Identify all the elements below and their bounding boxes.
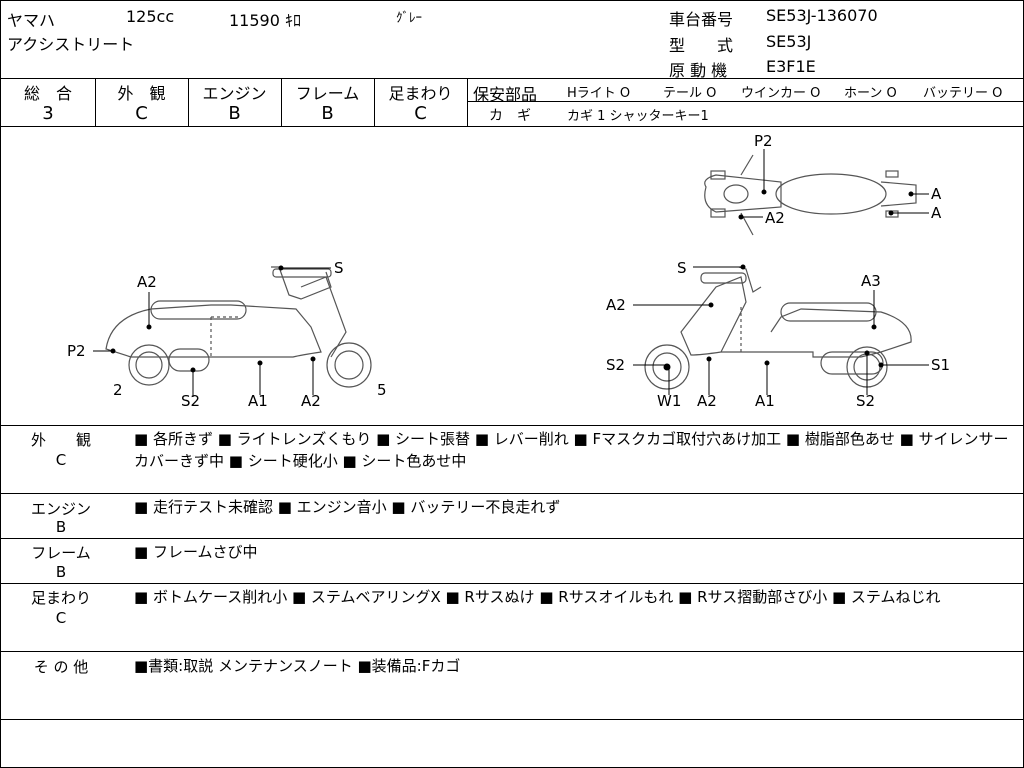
scooter-top-view [704,154,917,236]
detail-frame-grade: B [55,563,67,581]
mark-label: A [931,204,942,222]
mark-label: A2 [697,392,717,410]
detail-frame-label: フレーム [31,544,91,562]
divider [1,583,1023,584]
grade-total-label: 総 合 [23,84,72,103]
mark-label: S2 [181,392,200,410]
grade-exterior: C [135,103,148,124]
detail-other-text: ■書類:取説 メンテナンスノート ■装備品:Fカゴ [134,657,461,675]
detail-exterior-grade: C [55,451,67,469]
divider [1,719,1023,720]
mark-label: A1 [248,392,268,410]
mark-label: S [334,259,344,277]
mark-label: A [931,185,942,203]
detail-suspension-label: 足まわり [30,589,91,607]
divider [467,101,1023,102]
mark-label: P2 [754,132,773,150]
maker: ヤマハ [7,11,56,30]
mark-label: A2 [137,273,157,291]
divider [1,126,1023,127]
safety-item-headlight: Hライト O [567,86,631,101]
detail-engine-text: ■ 走行テスト未確認 ■ エンジン音小 ■ バッテリー不良走れず [134,498,561,516]
safety-item-horn: ホーン O [844,86,897,101]
frame-no-label: 車台番号 [669,10,734,29]
divider [1,493,1023,494]
frame-no: SE53J-136070 [766,6,878,25]
detail-other-label: そ の 他 [33,658,89,676]
grade-engine: B [228,103,241,124]
detail-suspension-text: ■ ボトムケース削れ小 ■ ステムベアリングX ■ Rサスぬけ ■ Rサスオイル… [134,588,941,606]
color: ｸﾞﾚｰ [396,11,422,26]
mark-label: S [677,259,687,277]
engine-value: E3F1E [766,57,816,76]
mark-label: 2 [113,381,123,399]
detail-engine-grade: B [55,518,67,536]
key-label: カ ギ [489,108,531,124]
mark-label: S1 [931,356,950,374]
model-name: アクシストリート [7,35,135,54]
grade-total: 3 [42,103,54,124]
safety-label: 保安部品 [473,85,538,104]
divider [188,78,189,126]
mark-label: A2 [606,296,626,314]
type-label: 型 式 [669,36,734,55]
grade-engine-label: エンジン [202,84,267,103]
divider [374,78,375,126]
mark-label: A3 [861,272,881,290]
divider [95,78,96,126]
divider [467,78,468,126]
mark-label: S2 [856,392,875,410]
mark-label: S2 [606,356,625,374]
damage-diagram: A2 P2 2 S2 A1 A2 5 S P2 A A A2 S A3 A2 S… [67,132,950,410]
safety-item-battery: バッテリー O [923,86,1003,101]
mark-label: W1 [657,392,681,410]
safety-item-tail: テール O [663,86,717,101]
engine-label: 原 動 機 [669,61,728,80]
safety-item-winker: ウインカー O [741,86,821,101]
grade-suspension: C [414,103,427,124]
divider [1,651,1023,652]
divider [1,78,1023,79]
grade-exterior-label: 外 観 [117,84,166,103]
type-value: SE53J [766,32,812,51]
key-value: カギ 1 シャッターキー1 [567,109,709,124]
detail-engine-label: エンジン [30,500,91,518]
displacement: 125cc [126,7,175,26]
mileage: 11590 ｷﾛ [229,11,301,30]
mark-label: A2 [301,392,321,410]
divider [1,425,1023,426]
mark-label: 5 [377,381,387,399]
mark-label: P2 [67,342,86,360]
divider [1,538,1023,539]
mark-label: A2 [765,209,785,227]
detail-exterior-label: 外 観 [30,431,91,449]
grade-frame-label: フレーム [295,84,360,103]
detail-suspension-grade: C [55,609,67,627]
divider [281,78,282,126]
detail-frame-text: ■ フレームさび中 [134,543,258,561]
grade-suspension-label: 足まわり [388,84,453,103]
scooter-left-view [105,266,372,388]
detail-exterior-text: ■ 各所きず ■ ライトレンズくもり ■ シート張替 ■ レバー削れ ■ Fマス… [134,430,1009,470]
grade-frame: B [321,103,334,124]
mark-label: A1 [755,392,775,410]
